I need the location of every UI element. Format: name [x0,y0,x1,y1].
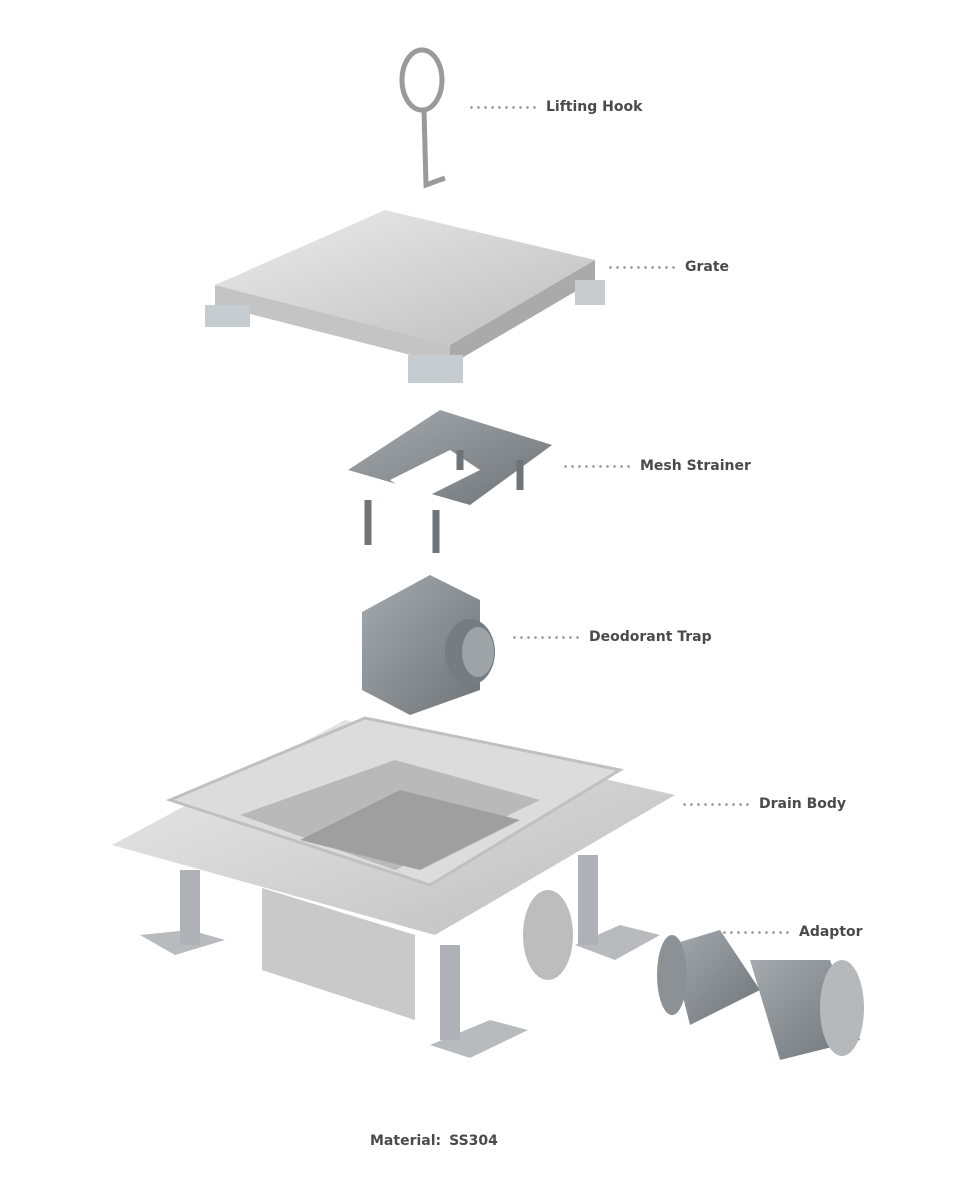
material-value: SS304 [449,1133,498,1149]
callout-lifting-hook: Lifting Hook [468,99,642,115]
deodorant-trap-image [362,575,495,715]
leader-dots [468,105,536,109]
adaptor-image [657,930,864,1060]
leader-dots [607,265,675,269]
grate-image [205,210,605,383]
leader-dots [681,802,749,806]
lifting-hook-image [399,47,446,189]
mesh-strainer-image [348,410,552,553]
label-adaptor: Adaptor [799,924,863,940]
leader-dots [721,930,789,934]
callout-deodorant-trap: Deodorant Trap [511,629,712,645]
label-drain-body: Drain Body [759,796,847,812]
label-deodorant-trap: Deodorant Trap [589,629,712,645]
callout-mesh-strainer: Mesh Strainer [562,458,751,474]
material-label: Material: [370,1133,442,1149]
callout-drain-body: Drain Body [681,796,846,812]
material-note: Material: SS304 [370,1133,498,1149]
drain-body-image [112,716,675,1058]
callout-adaptor: Adaptor [721,924,863,940]
callout-grate: Grate [607,259,729,275]
leader-dots [562,464,630,468]
leader-dots [511,635,579,639]
label-mesh-strainer: Mesh Strainer [640,458,751,474]
label-lifting-hook: Lifting Hook [546,99,643,115]
label-grate: Grate [685,259,730,275]
